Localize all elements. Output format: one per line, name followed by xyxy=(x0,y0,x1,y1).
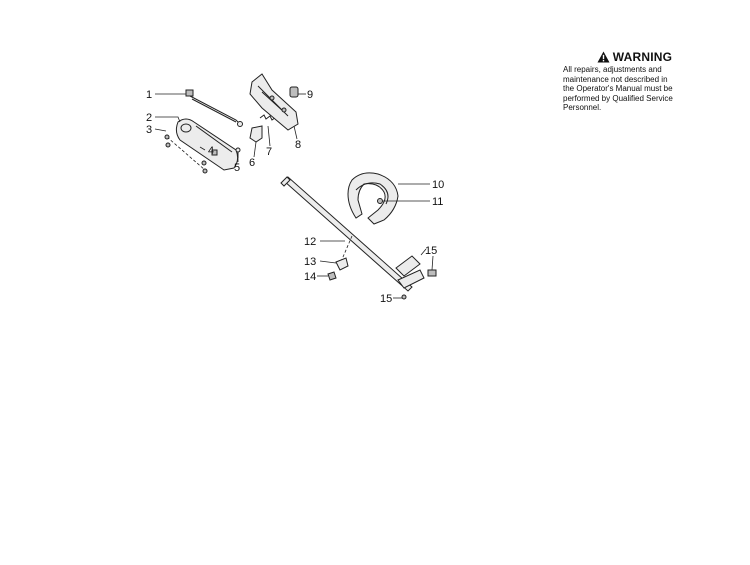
clamp-bracket-part xyxy=(335,235,353,271)
callout-11: 11 xyxy=(432,196,443,208)
callout-1: 1 xyxy=(146,89,152,101)
loop-handle-part xyxy=(347,172,399,225)
warning-line: Personnel. xyxy=(563,103,602,112)
callout-13: 13 xyxy=(304,256,316,268)
callout-12: 12 xyxy=(304,236,316,248)
callout-3: 3 xyxy=(146,124,152,136)
throttle-housing-part xyxy=(175,118,239,171)
callout-labels: 1 2 3 4 5 6 7 8 9 10 11 12 13 14 15 15 xyxy=(146,89,444,305)
warning-line: maintenance not described in xyxy=(563,74,668,84)
throttle-cable-part xyxy=(185,89,243,127)
knob-part xyxy=(289,86,299,98)
warning-body: All repairs, adjustments and maintenance… xyxy=(563,65,698,113)
warning-notice: WARNING All repairs, adjustments and mai… xyxy=(563,50,698,113)
callout-14: 14 xyxy=(304,271,316,283)
shaft-part xyxy=(280,176,413,292)
housing-screw-part xyxy=(164,134,208,174)
warning-title: WARNING xyxy=(612,50,673,64)
warning-line: performed by Qualified Service xyxy=(563,93,673,103)
warning-line: All repairs, adjustments and xyxy=(563,65,662,74)
callout-15-top: 15 xyxy=(425,245,437,257)
trigger-part xyxy=(249,125,263,143)
clamp-screw-part xyxy=(377,198,383,204)
callout-10: 10 xyxy=(432,179,444,191)
callout-2: 2 xyxy=(146,112,152,124)
callout-5: 5 xyxy=(234,162,240,174)
callout-leaders xyxy=(154,93,434,299)
callout-15-bottom: 15 xyxy=(380,293,392,305)
nut-part xyxy=(327,271,337,281)
callout-8: 8 xyxy=(295,139,301,151)
warning-heading: WARNING xyxy=(571,50,698,64)
callout-9: 9 xyxy=(307,89,313,101)
coupler-part xyxy=(395,255,437,300)
small-screw-part xyxy=(235,147,241,158)
handle-bracket-part xyxy=(249,73,299,131)
warning-triangle-icon xyxy=(597,51,610,63)
warning-line: the Operator's Manual must be xyxy=(563,84,673,93)
callout-7: 7 xyxy=(266,146,272,158)
callout-6: 6 xyxy=(249,157,255,169)
spring-part xyxy=(259,114,277,121)
callout-4: 4 xyxy=(208,145,214,157)
